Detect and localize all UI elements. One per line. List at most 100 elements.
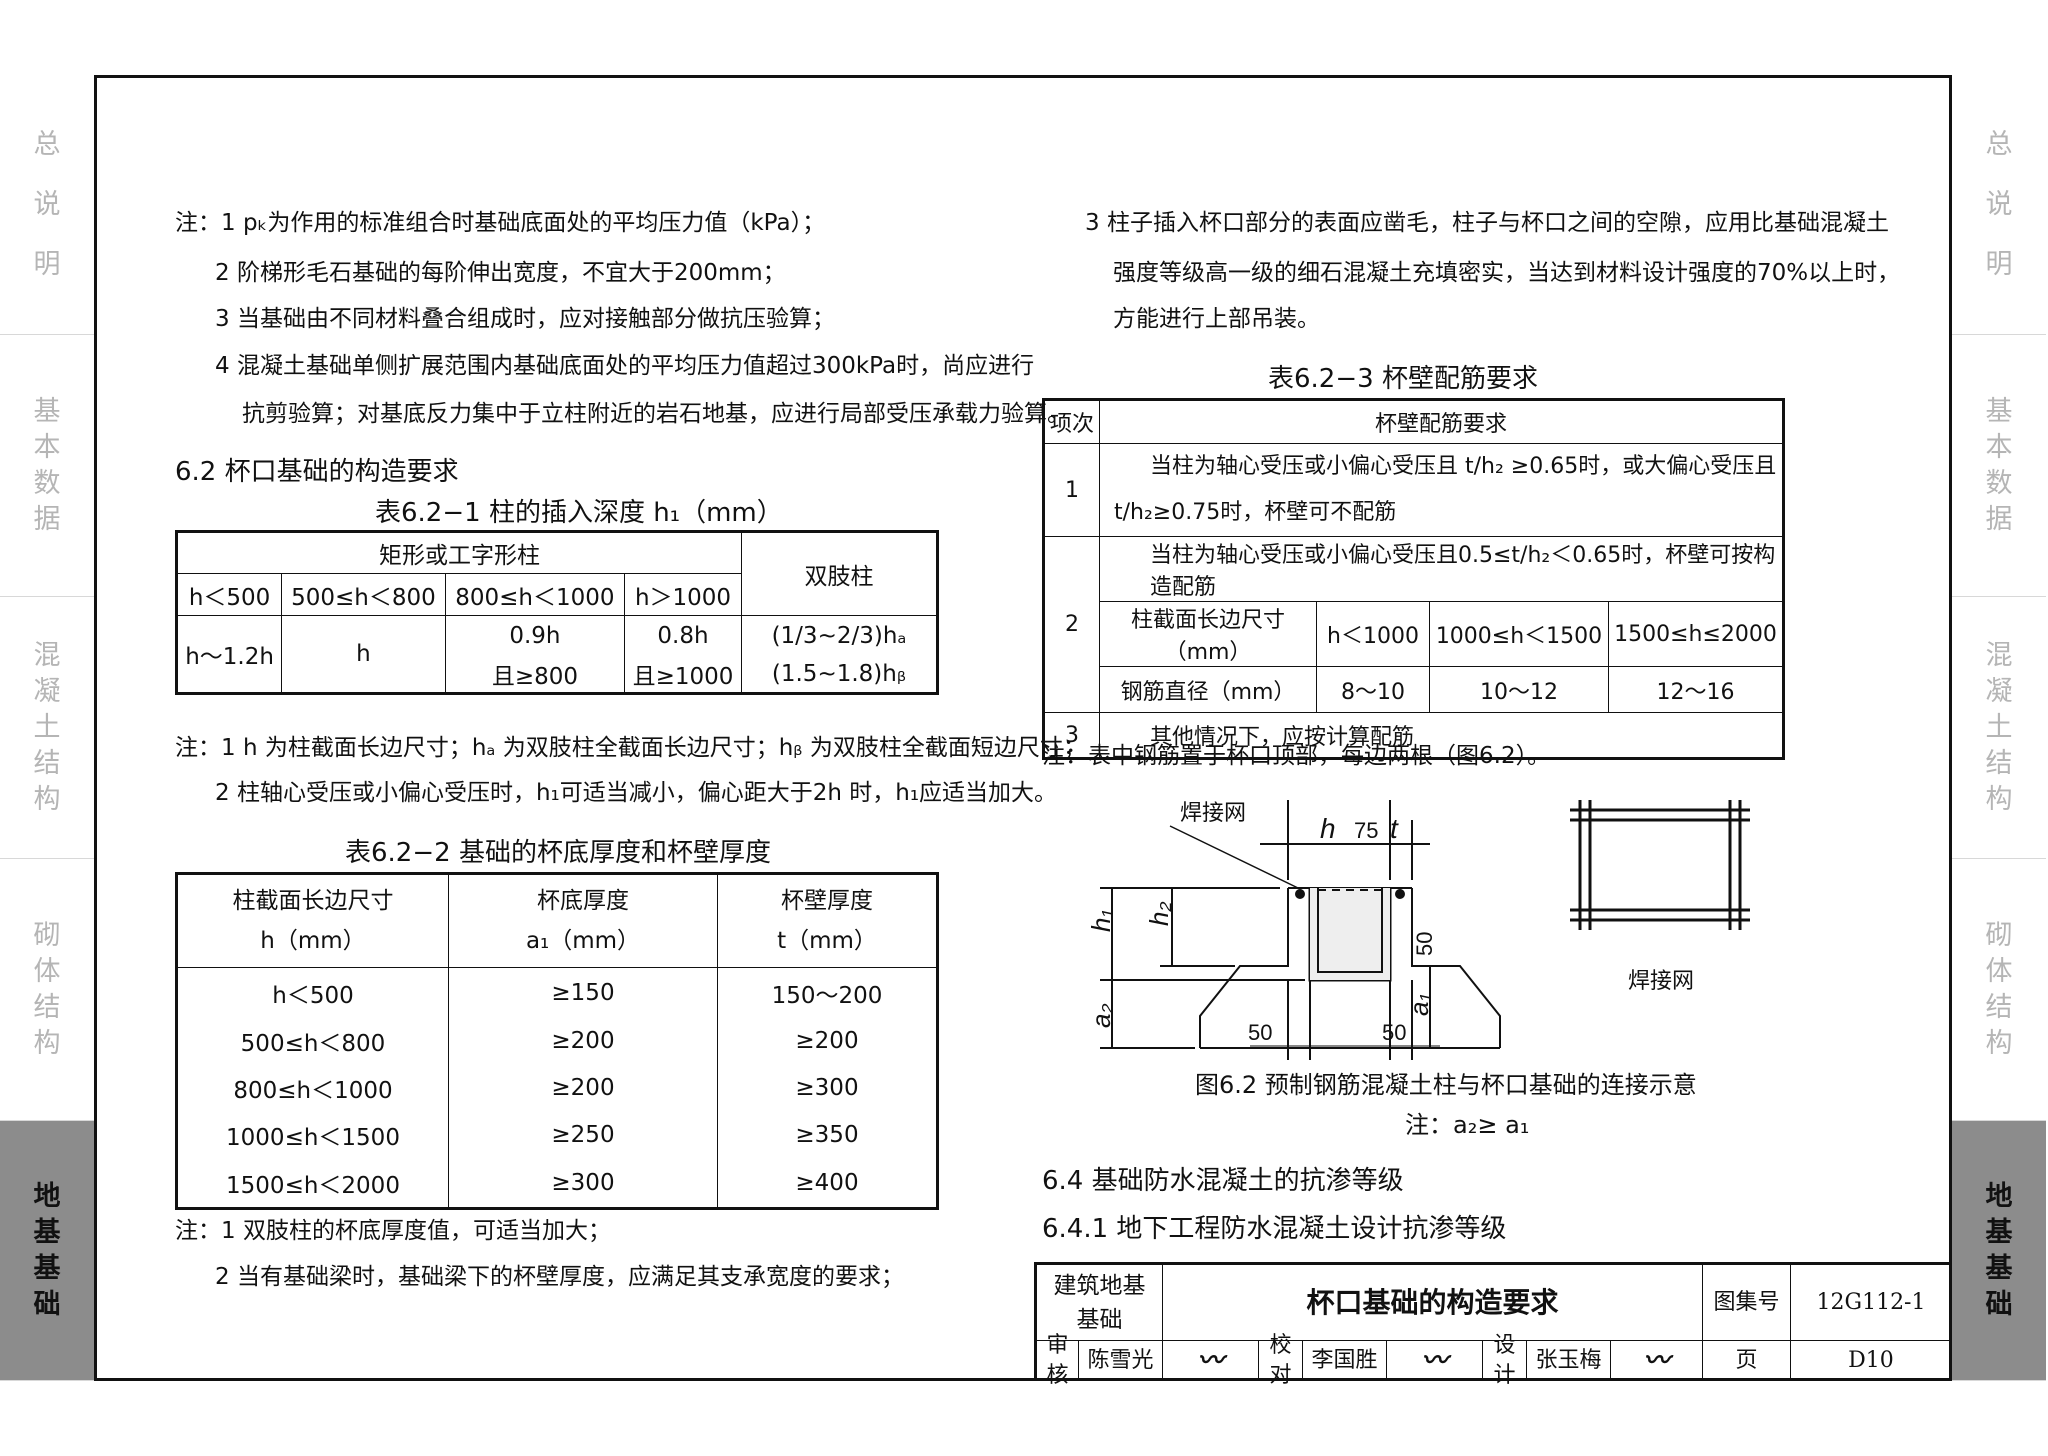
table-header: 杯壁配筋要求: [1099, 399, 1784, 444]
tab-concrete[interactable]: 混凝土结构: [0, 597, 94, 859]
right-sidebar: 总说明 基本数据 混凝土结构 砌体结构 地基基础: [1952, 75, 2046, 1381]
checker-signature: 〰: [1387, 1341, 1483, 1381]
note-line: 注：1 pₖ为作用的标准组合时基础底面处的平均压力值（kPa）；: [175, 210, 826, 236]
table-cell: ≥400: [717, 1158, 938, 1209]
section-heading: 6.4.1 地下工程防水混凝土设计抗渗等级: [1042, 1214, 1507, 1244]
table-cell: ≥150: [448, 967, 718, 1018]
category-cell: 建筑地基基础: [1037, 1265, 1163, 1341]
label-h: h: [1320, 813, 1336, 844]
note-line: 2 阶梯形毛石基础的每阶伸出宽度，不宜大于200mm；: [215, 260, 786, 286]
table-title: 表6.2−1 柱的插入深度 h₁（mm）: [375, 498, 783, 528]
label-50: 50: [1382, 1020, 1406, 1045]
table-cell: ≥300: [448, 1158, 718, 1209]
table-cell: 150～200: [717, 967, 938, 1018]
table-cell: 0.9h: [444, 615, 626, 656]
atlas-number: 12G112-1: [1791, 1265, 1952, 1341]
table-cell: h＜500: [176, 967, 449, 1018]
table-header: 500≤h＜800: [281, 573, 446, 616]
label-50: 50: [1248, 1020, 1272, 1045]
table-cell: 1: [1043, 443, 1100, 537]
table-cell: 钢筋直径（mm）: [1099, 666, 1317, 713]
title-block: 建筑地基基础 杯口基础的构造要求 图集号 12G112-1 审核 陈雪光 〰 校…: [1034, 1262, 1952, 1388]
section-heading: 6.4 基础防水混凝土的抗渗等级: [1042, 1166, 1404, 1196]
label-mesh-2: 焊接网: [1628, 968, 1694, 993]
table-header: 项次: [1043, 399, 1100, 444]
tab-basic-data[interactable]: 基本数据: [0, 335, 94, 597]
page-label: 页: [1703, 1341, 1791, 1381]
label-t: t: [1390, 813, 1399, 844]
drawing-frame: [94, 75, 1952, 1381]
table-cell: ≥200: [448, 1064, 718, 1112]
label-h1: h₁: [1086, 909, 1116, 932]
leader-line: [1169, 825, 1299, 889]
table-cell: 2: [1043, 536, 1100, 713]
note-line: 强度等级高一级的细石混凝土充填密实，当达到材料设计强度的70%以上时，: [1113, 260, 1901, 286]
table-title: 表6.2−2 基础的杯底厚度和杯壁厚度: [345, 838, 771, 868]
tab-foundation[interactable]: 地基基础: [1952, 1121, 2046, 1381]
table-cell: 当柱为轴心受压或小偏心受压且0.5≤t/h₂＜0.65时，杯壁可按构造配筋: [1099, 536, 1784, 602]
section-heading: 6.2 杯口基础的构造要求: [175, 457, 459, 487]
welded-mesh-icon: [1570, 800, 1750, 930]
table-header: 矩形或工字形柱: [176, 531, 742, 574]
left-sidebar: 总说明 基本数据 混凝土结构 砌体结构 地基基础: [0, 75, 94, 1381]
figure-caption-note: 注：a₂≥ a₁: [1405, 1111, 1530, 1139]
table-cell: 800≤h＜1000: [176, 1064, 449, 1112]
designer-signature: 〰: [1611, 1341, 1703, 1381]
note-line: 方能进行上部吊装。: [1113, 306, 1320, 332]
review-label: 审核: [1037, 1333, 1079, 1388]
table-cell: 500≤h＜800: [176, 1017, 449, 1065]
note-line: 2 柱轴心受压或小偏心受压时，h₁可适当减小，偏心距大于2h 时，h₁应适当加大…: [215, 780, 1058, 806]
table-cell: 10～12: [1429, 666, 1609, 713]
wall-reinforcement-table: 项次 杯壁配筋要求 1 当柱为轴心受压或小偏心受压且 t/h₂ ≥0.65时，或…: [1042, 398, 1785, 760]
checker-name: 李国胜: [1303, 1341, 1387, 1381]
tab-general[interactable]: 总说明: [0, 75, 94, 335]
reviewer-signature: 〰: [1163, 1341, 1259, 1381]
note-line: 注：1 双肢柱的杯底厚度值，可适当加大；: [175, 1218, 611, 1244]
label-mesh: 焊接网: [1180, 800, 1246, 825]
insertion-depth-table: 矩形或工字形柱 双肢柱 h＜500 500≤h＜800 800≤h＜1000 h…: [175, 530, 939, 695]
tab-basic-data[interactable]: 基本数据: [1952, 335, 2046, 597]
table-header: h＞1000: [624, 573, 742, 616]
table-cell: 其他情况下，应按计算配筋: [1099, 712, 1784, 759]
foundation-outline-right: [1411, 888, 1501, 1048]
atlas-label: 图集号: [1703, 1265, 1791, 1341]
note-line: 4 混凝土基础单侧扩展范围内基础底面处的平均压力值超过300kPa时，尚应进行: [215, 353, 1035, 379]
column-outline: [1317, 888, 1383, 973]
table-cell: ≥250: [448, 1111, 718, 1159]
label-50: 50: [1412, 932, 1437, 956]
cup-foundation-figure: 焊接网 h 75 t h₁ h₂ a₂ a₁ 50 50 50 焊接网: [1086, 800, 1750, 1060]
table-title: 表6.2−3 杯壁配筋要求: [1268, 364, 1538, 394]
table-header: 双肢柱: [741, 531, 938, 616]
designer-name: 张玉梅: [1527, 1341, 1611, 1381]
check-label: 校对: [1259, 1333, 1303, 1388]
table-cell: 0.8h: [624, 615, 742, 656]
foundation-outline-left: [1199, 888, 1289, 1048]
table-header: h＜500: [175, 573, 283, 616]
tab-concrete[interactable]: 混凝土结构: [1952, 597, 2046, 859]
label-a1: a₁: [1404, 993, 1434, 1016]
table-cell: (1/3~2/3)hₐ: [741, 615, 938, 656]
note-line: 抗剪验算；对基底反力集中于立柱附近的岩石地基，应进行局部受压承载力验算。: [242, 401, 1070, 427]
note-line: 2 当有基础梁时，基础梁下的杯壁厚度，应满足其支承宽度的要求；: [215, 1264, 904, 1290]
table-cell: h: [281, 615, 446, 694]
label-h2: h₂: [1144, 902, 1174, 926]
label-75: 75: [1354, 818, 1378, 843]
tab-masonry[interactable]: 砌体结构: [1952, 859, 2046, 1121]
page-number: D10: [1791, 1341, 1952, 1381]
drawing-title: 杯口基础的构造要求: [1163, 1265, 1703, 1341]
rebar-dot: [1295, 889, 1305, 899]
table-cell: 1000≤h＜1500: [176, 1111, 449, 1159]
table-cell: 且≥800: [444, 655, 626, 694]
tab-foundation[interactable]: 地基基础: [0, 1121, 94, 1381]
tab-masonry[interactable]: 砌体结构: [0, 859, 94, 1121]
table-cell: (1.5~1.8)hᵦ: [741, 655, 938, 694]
table-cell: ≥200: [448, 1017, 718, 1065]
rebar-dot: [1395, 889, 1405, 899]
note-line: 3 柱子插入杯口部分的表面应凿毛，柱子与杯口之间的空隙，应用比基础混凝土: [1085, 210, 1889, 236]
tab-general[interactable]: 总说明: [1952, 75, 2046, 335]
